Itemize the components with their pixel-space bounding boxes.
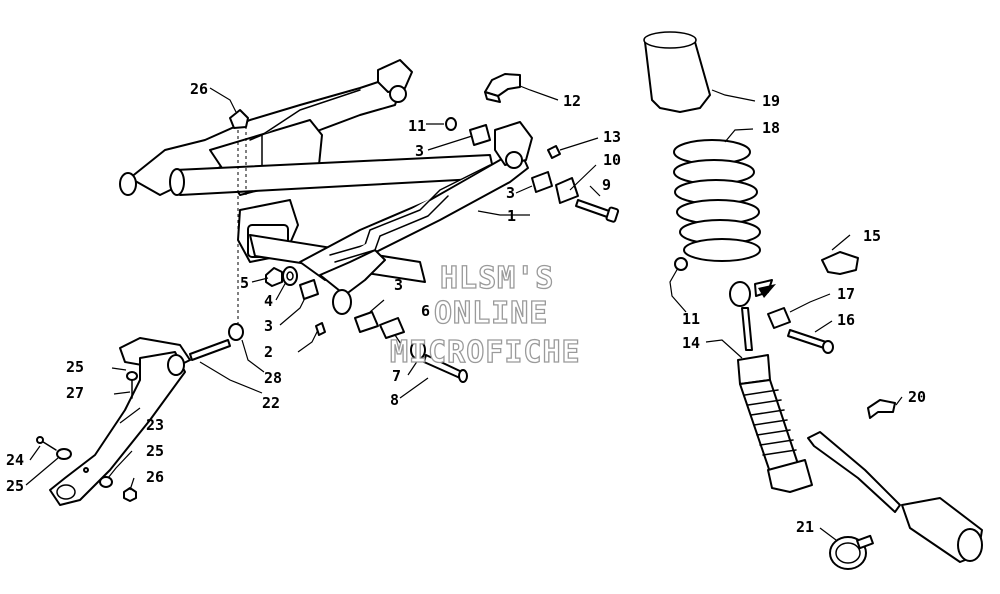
leader-lines — [25, 85, 903, 541]
callout-25-top: 25 — [66, 358, 84, 376]
callout-3-lower: 3 — [506, 184, 515, 202]
left-hardware — [229, 73, 620, 383]
callout-22: 22 — [262, 394, 280, 412]
callout-5: 5 — [240, 274, 249, 292]
watermark: HLSM'S ONLINE MICROFICHE — [389, 260, 581, 370]
callout-4: 4 — [264, 292, 273, 310]
watermark-line-3: MICROFICHE — [390, 335, 581, 370]
callout-8: 8 — [390, 391, 399, 409]
watermark-line-2: ONLINE — [434, 296, 548, 331]
callout-18: 18 — [762, 119, 780, 137]
spring — [673, 139, 761, 262]
callout-1: 1 — [507, 207, 516, 225]
callout-16: 16 — [837, 311, 855, 329]
callout-3-upper: 3 — [415, 142, 424, 160]
shock-assembly — [643, 31, 983, 570]
callout-24: 24 — [6, 451, 24, 469]
callout-2: 2 — [264, 343, 273, 361]
callout-7: 7 — [392, 367, 401, 385]
callout-27: 27 — [66, 384, 84, 402]
callout-11-right: 11 — [682, 310, 700, 328]
callout-15: 15 — [863, 227, 881, 245]
callout-3-left: 3 — [264, 317, 273, 335]
callout-6: 6 — [421, 302, 430, 320]
callout-28: 28 — [264, 369, 282, 387]
callout-13: 13 — [603, 128, 621, 146]
callout-3-front: 3 — [394, 276, 403, 294]
callout-11-left: 11 — [408, 117, 426, 135]
shock-ribs — [744, 389, 797, 456]
callout-25-right: 25 — [146, 442, 164, 460]
callout-25-left: 25 — [6, 477, 24, 495]
torque-link-assembly — [36, 323, 244, 506]
a-arm-assembly — [119, 59, 533, 340]
callout-20: 20 — [908, 388, 926, 406]
callout-10: 10 — [603, 151, 621, 169]
callout-14: 14 — [682, 334, 700, 352]
callout-labels: 1 2 3 3 3 3 4 5 6 7 8 9 10 11 11 12 13 1… — [6, 80, 926, 536]
callout-19: 19 — [762, 92, 780, 110]
callout-26-top: 26 — [190, 80, 208, 98]
callout-17: 17 — [837, 285, 855, 303]
callout-21: 21 — [796, 518, 814, 536]
callout-12: 12 — [563, 92, 581, 110]
callout-23: 23 — [146, 416, 164, 434]
callout-26-bottom: 26 — [146, 468, 164, 486]
watermark-line-1: HLSM'S — [440, 261, 554, 296]
callout-9: 9 — [602, 176, 611, 194]
